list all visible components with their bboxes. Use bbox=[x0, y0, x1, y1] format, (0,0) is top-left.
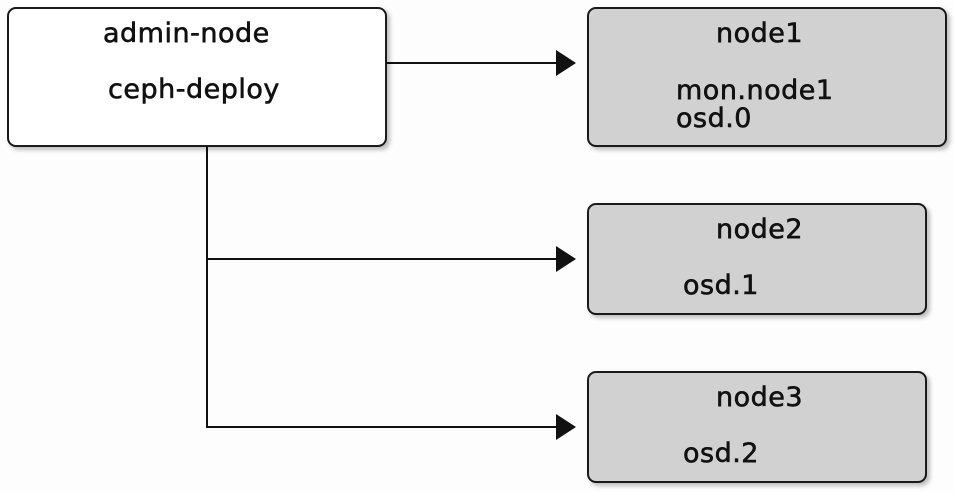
admin-node-tool: ceph-deploy bbox=[108, 74, 280, 105]
node2-box bbox=[587, 203, 927, 315]
node2-title: node2 bbox=[716, 214, 804, 245]
node3-title: node3 bbox=[716, 382, 804, 413]
node1-service-mon: mon.node1 bbox=[676, 75, 834, 106]
arrowhead-node1 bbox=[556, 50, 576, 76]
node1-box bbox=[587, 7, 947, 147]
admin-node-title: admin-node bbox=[103, 18, 270, 49]
node1-service-osd: osd.0 bbox=[676, 103, 752, 134]
node3-box bbox=[587, 371, 927, 483]
node2-service-osd: osd.1 bbox=[683, 270, 759, 301]
arrowhead-node3 bbox=[556, 414, 576, 440]
arrowhead-node2 bbox=[556, 246, 576, 272]
admin-node-box bbox=[7, 7, 387, 147]
node3-service-osd: osd.2 bbox=[683, 438, 759, 469]
node1-title: node1 bbox=[716, 18, 804, 49]
